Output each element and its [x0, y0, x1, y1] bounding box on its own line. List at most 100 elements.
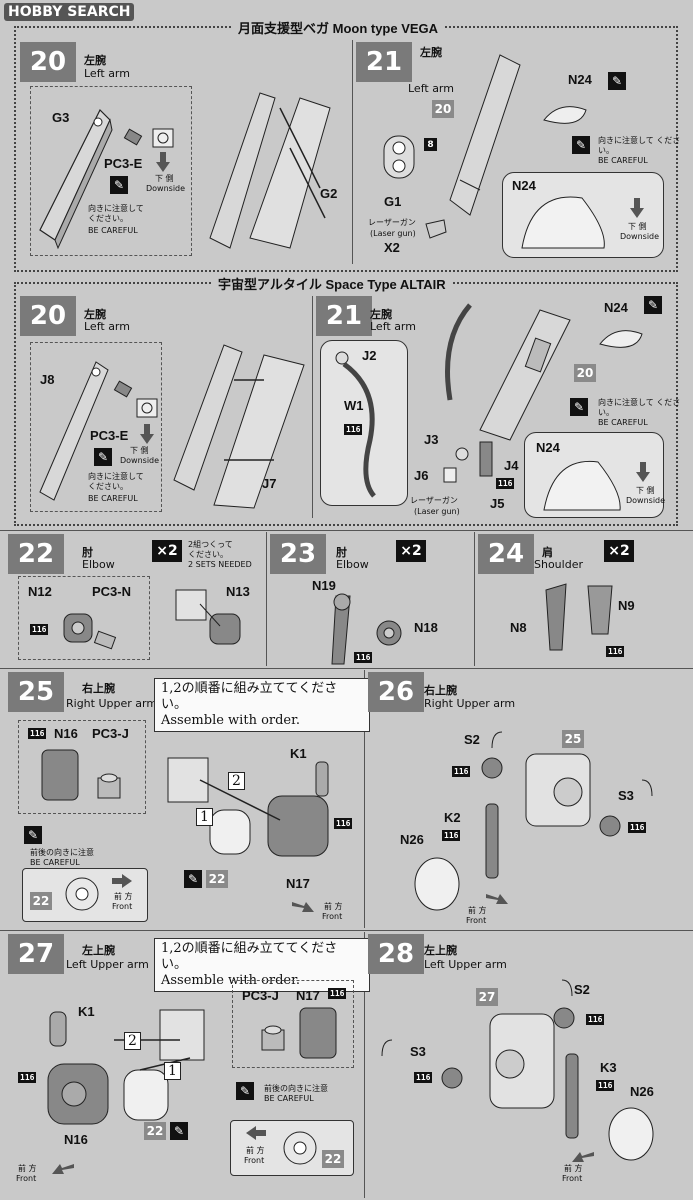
step-28-s3-cap-part — [381, 1039, 393, 1057]
vega-ref-20: 20 — [432, 100, 454, 118]
altair-n24-label: N24 — [604, 300, 628, 315]
vega-laser-gun-part — [425, 219, 447, 239]
step-22-detail-box — [18, 576, 150, 660]
altair-j5-label: J5 — [490, 496, 505, 511]
altair-n24-part — [599, 330, 643, 348]
vega-title: 月面支援型ベガ Moon type VEGA — [232, 18, 445, 37]
step-22-quantity-badge: ×2 — [152, 540, 182, 562]
step-24-n9-part — [587, 585, 613, 635]
step-20-vega-title-jp: 左腕 — [84, 54, 106, 67]
altair-w1-label: W1 — [344, 398, 364, 413]
step-27-front2-jp: 前 方 — [18, 1164, 37, 1173]
altair-downside-jp: 下 側 — [130, 446, 149, 455]
altair-j3-label: J3 — [424, 432, 439, 447]
step-25-order-note: 1,2の順番に組み立ててください。Assemble with order. — [154, 678, 370, 732]
row-22-divider-2 — [474, 532, 475, 666]
step-22-n12-label: N12 — [28, 584, 52, 599]
altair-n24-detail-label: N24 — [536, 440, 560, 455]
step-26-k2-label: K2 — [444, 810, 461, 825]
altair-arm-assembly-part — [173, 344, 305, 509]
altair-arm-body-part — [445, 303, 571, 441]
step-25-number: 25 — [8, 672, 64, 712]
altair-pc3e-part — [113, 380, 133, 398]
row-22-bottom-line — [0, 668, 693, 669]
altair-laser-en: (Laser gun) — [414, 507, 460, 516]
step-25-n17-runner-badge: 116 — [334, 818, 353, 829]
step-22-n12-runner-badge: 116 — [30, 624, 49, 635]
step-22-n12-part — [63, 613, 93, 643]
step-27-fb-caution-icon: ✎ — [236, 1082, 254, 1100]
step-25-ref-22: 22 — [206, 870, 228, 888]
altair-n24-down-arrow-icon — [636, 462, 650, 482]
vega-pc3e-part — [123, 128, 143, 146]
step-20-vega-number: 20 — [20, 42, 76, 82]
step-28-front-en: Front — [562, 1174, 583, 1183]
step-27-front-jp: 前 方 — [246, 1146, 265, 1155]
vega-careful-icon-2: ✎ — [572, 136, 590, 154]
step-22-note-jp: 2組つくって ください。 — [188, 540, 233, 559]
step-27-front-arrow-icon-2 — [52, 1164, 74, 1174]
step-25-k1-label: K1 — [290, 746, 307, 761]
vega-x2-label: X2 — [384, 240, 400, 255]
step-26-s2-label: S2 — [464, 732, 480, 747]
step-20-altair-number: 20 — [20, 296, 76, 336]
step-28-assembly-part — [489, 1013, 555, 1109]
step-28-s2-part — [553, 1007, 575, 1029]
step-28-ref-27: 27 — [476, 988, 498, 1006]
vega-careful-text-en: BE CAREFUL — [88, 226, 138, 235]
step-27-title-jp: 左上腕 — [82, 944, 115, 957]
vega-n24-label: N24 — [568, 72, 592, 87]
step-20-altair-title-jp: 左腕 — [84, 308, 106, 321]
step-21-vega-title-jp: 左腕 — [420, 46, 442, 59]
step-27-n16-runner-badge: 116 — [18, 1072, 37, 1083]
row-22-divider-1 — [266, 532, 267, 666]
vega-careful2-en: BE CAREFUL — [598, 156, 648, 165]
vega-downside-en: Downside — [146, 184, 186, 193]
step-27-n16-part — [47, 1063, 109, 1125]
vega-g3-label: G3 — [52, 110, 70, 125]
step-25-k1-part — [315, 761, 329, 797]
vega-downside-jp: 下 側 — [155, 174, 174, 183]
step-28-s3-part — [441, 1067, 463, 1089]
vega-downside-arrow-icon — [156, 152, 170, 172]
step-24-runner-badge: 116 — [606, 646, 625, 657]
step-25-front-en: Front — [112, 902, 133, 911]
step-25-caution-icon: ✎ — [184, 870, 202, 888]
step-27-fb-careful-jp: 前後の向きに注意 — [264, 1084, 328, 1093]
altair-j4-label: J4 — [504, 458, 519, 473]
vega-n24-part — [543, 106, 587, 124]
vega-n24-detail-shape — [521, 196, 605, 249]
step-28-k3-runner-badge: 116 — [596, 1080, 615, 1091]
step-25-assembly-part — [167, 757, 329, 857]
step-23-n19-part — [331, 593, 351, 665]
step-25-n16-runner-badge: 116 — [28, 728, 47, 739]
step-26-n26-part — [414, 857, 460, 911]
step-26-s3-label: S3 — [618, 788, 634, 803]
step-25-n16-label: N16 — [54, 726, 78, 741]
step-25-order-mark-2: 2 — [228, 772, 245, 790]
vega-runner-8-badge: 8 — [424, 138, 437, 151]
step-28-n26-label: N26 — [630, 1084, 654, 1099]
step-24-quantity-badge: ×2 — [604, 540, 634, 562]
vega-n24-downside-en: Downside — [620, 232, 660, 241]
step-23-n19-label: N19 — [312, 578, 336, 593]
step-22-number: 22 — [8, 534, 64, 574]
step-21-vega-title-en: Left arm — [408, 82, 454, 95]
step-21-altair-title-jp: 左腕 — [370, 308, 392, 321]
altair-j4-part — [479, 441, 493, 477]
vega-g1-part — [383, 135, 415, 179]
altair-title: 宇宙型アルタイル Space Type ALTAIR — [212, 274, 452, 293]
step-25-fb-careful-en: BE CAREFUL — [30, 858, 80, 867]
step-27-k1-part — [49, 1011, 67, 1047]
step-27-detail-box — [232, 980, 354, 1068]
altair-careful-icon-2: ✎ — [570, 398, 588, 416]
step-25-fb-caution-icon: ✎ — [24, 826, 42, 844]
step-28-k3-part — [565, 1053, 579, 1139]
vega-n24-caution-icon: ✎ — [608, 72, 626, 90]
altair-j3-part — [455, 447, 469, 461]
step-26-number: 26 — [368, 672, 424, 712]
step-23-title-jp: 肘 — [336, 546, 347, 559]
altair-j8-label: J8 — [40, 372, 55, 387]
step-22-title-en: Elbow — [82, 558, 115, 571]
step-25-pc3j-part — [97, 773, 121, 799]
